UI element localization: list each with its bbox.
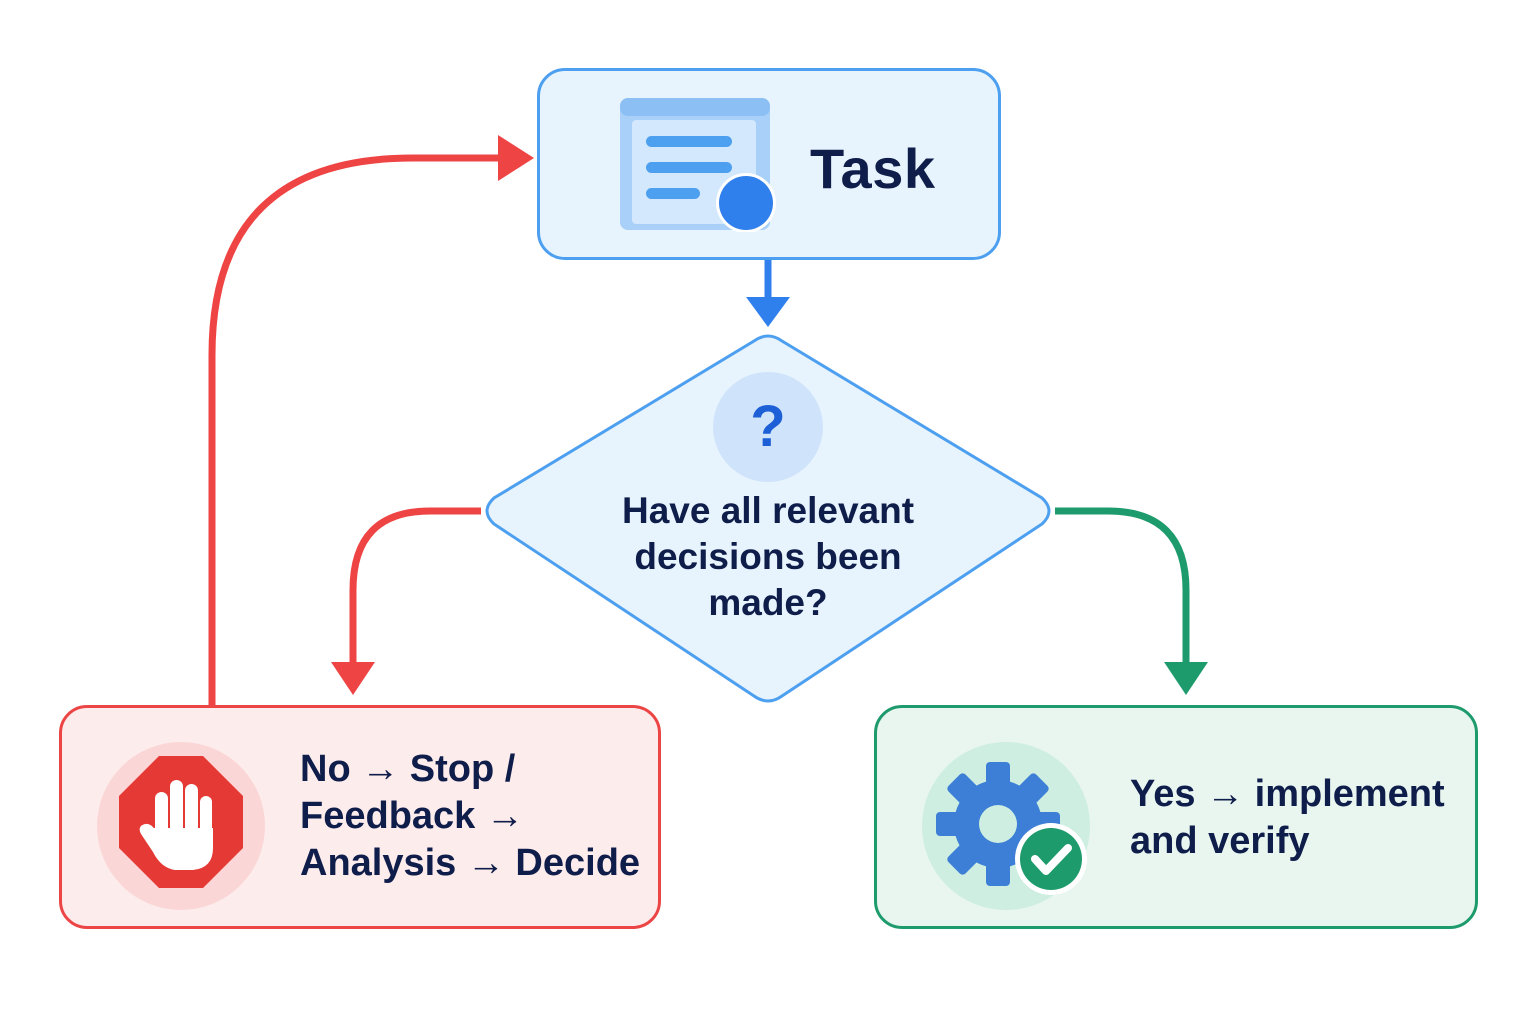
task-title: Task bbox=[810, 137, 936, 200]
no-branch-line: No → Stop / bbox=[300, 748, 516, 790]
no-branch-line: Analysis → Decide bbox=[300, 842, 641, 884]
loop-back-arrowhead bbox=[498, 135, 534, 181]
stop-hand-icon bbox=[97, 742, 265, 910]
yes-branch-text: Yes → implement and verify bbox=[1130, 771, 1470, 865]
decision-question-line: decisions been bbox=[634, 536, 902, 577]
question-icon-bg bbox=[713, 372, 823, 482]
decision-diamond bbox=[485, 334, 1051, 703]
decision-to-no-arrow bbox=[349, 507, 481, 662]
decision-to-yes-arrowhead bbox=[1164, 662, 1208, 695]
decision-question: Have all relevant decisions been made? bbox=[568, 488, 968, 626]
question-icon: ? bbox=[750, 394, 786, 459]
no-branch-text: No → Stop / Feedback → Analysis → Decide bbox=[300, 746, 650, 887]
loop-back-arrow bbox=[208, 154, 506, 709]
yes-branch-line: and verify bbox=[1130, 820, 1310, 862]
task-list-icon bbox=[620, 98, 776, 232]
decision-question-line: Have all relevant bbox=[621, 490, 915, 531]
gear-check-icon bbox=[922, 742, 1090, 910]
no-branch-line: Feedback → bbox=[300, 795, 524, 837]
task-to-decision-arrowhead bbox=[746, 297, 790, 327]
decision-question-line: made? bbox=[708, 582, 828, 623]
decision-to-yes-arrow bbox=[1055, 507, 1190, 662]
decision-to-no-arrowhead bbox=[331, 662, 375, 695]
yes-branch-line: Yes → implement bbox=[1130, 773, 1445, 815]
